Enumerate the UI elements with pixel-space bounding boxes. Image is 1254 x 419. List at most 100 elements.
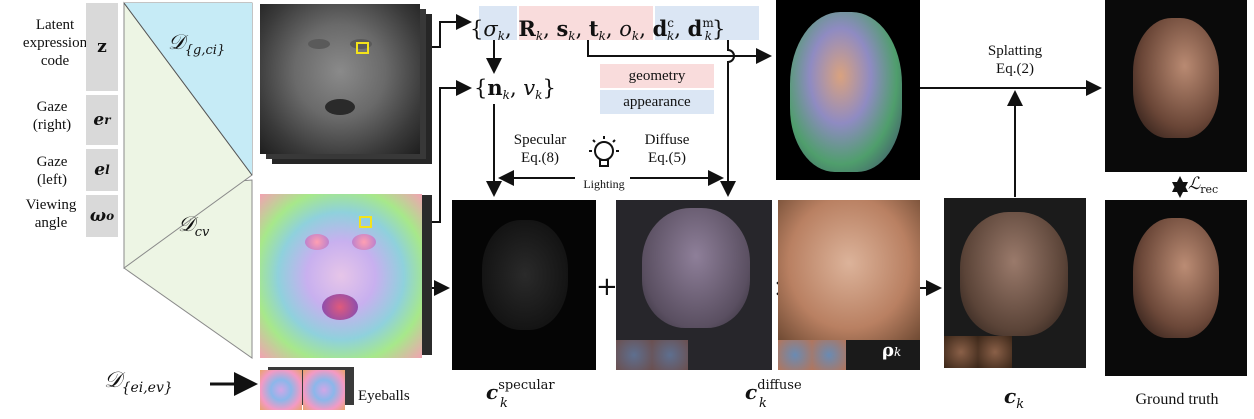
caption-color-c: c: [1004, 384, 1017, 408]
parameter-set-2: {nk, vk}: [474, 75, 556, 102]
rendered-output-image: [1105, 0, 1247, 172]
gaze-right-symbol: e: [93, 110, 105, 130]
caption-color-k: k: [1016, 397, 1025, 412]
param-rotation: R: [518, 16, 536, 41]
loss-label: ℒrec: [1188, 174, 1218, 196]
gaze-right-text: Gaze (right): [32, 99, 72, 133]
param-visibility: v: [523, 76, 536, 100]
param-dm-k: k: [704, 29, 712, 43]
latent-code-box: z: [86, 3, 118, 91]
rho-subscript: k: [893, 345, 902, 359]
diffuse-image: [616, 200, 772, 370]
specular-eq: Eq.(8): [521, 150, 559, 166]
plus-sign: +: [596, 272, 618, 302]
specular-text: Specular: [513, 132, 567, 148]
eyeball-map-right: [303, 370, 345, 410]
params-appearance-bg-od: [655, 6, 759, 40]
eyeballs-text: Eyeballs: [358, 388, 410, 404]
arrow-params-to-splat: [587, 40, 772, 64]
caption-diffuse-sup: diffuse: [757, 378, 802, 393]
eyeball-map-left: [260, 370, 302, 410]
latent-code-symbol: z: [97, 37, 107, 57]
param-normal: n: [487, 75, 503, 100]
gaussian-splat-image: [776, 0, 920, 180]
caption-color: ck: [1004, 384, 1024, 412]
ground-truth-text: Ground truth: [1135, 391, 1219, 408]
decoder-eye-label: 𝒟{ei,ev}: [104, 368, 173, 396]
param-opacity: o: [619, 17, 632, 41]
gaze-left-symbol: e: [94, 160, 106, 180]
normal-uv-map: [260, 194, 422, 358]
viewing-angle-text: Viewing angle: [25, 197, 77, 231]
decoder-eye-subscript: {ei,ev}: [121, 380, 173, 396]
ground-truth-image: [1105, 200, 1247, 376]
final-color-image: [944, 198, 1086, 368]
decoder-gci-label: 𝒟{g,ci}: [168, 30, 225, 58]
param-v-k: k: [535, 88, 543, 102]
gaze-left-text: Gaze (left): [36, 154, 68, 188]
param-sigma: σ: [483, 17, 498, 41]
splatting-eq: Eq.(2): [996, 61, 1034, 77]
latent-expression-label: Latent expression code: [22, 16, 88, 70]
decoder-cv-label: 𝒟cv: [178, 212, 209, 240]
param-d-color: d: [652, 16, 668, 41]
view-angle-subscript: o: [106, 209, 115, 223]
caption-specular-k: k: [500, 396, 508, 411]
param-d-m-sup: m: [702, 16, 714, 30]
params-appearance-bg-sigma: [479, 6, 517, 40]
caption-diffuse: cdiffuse k: [745, 378, 802, 411]
param-n-k: k: [502, 88, 510, 102]
param-r-k: k: [535, 29, 544, 43]
caption-specular: cspecular k: [486, 378, 555, 411]
diffuse-text: Diffuse: [644, 132, 690, 148]
legend-appearance-text: appearance: [623, 94, 691, 110]
param-t-k: k: [598, 29, 606, 43]
param-s-k: k: [568, 29, 576, 43]
decoder-cv-symbol: 𝒟: [178, 212, 195, 236]
diffuse-label: Diffuse Eq.(5): [632, 131, 702, 167]
params-geometry-bg: [519, 6, 653, 40]
view-angle-symbol: ω: [89, 206, 107, 226]
viewing-angle-label: Viewing angle: [20, 196, 82, 232]
rho-label: ρk: [882, 340, 901, 361]
decoder-eye-symbol: 𝒟: [104, 368, 122, 393]
specular-label: Specular Eq.(8): [505, 131, 575, 167]
latent-expression-text: Latent expression code: [22, 17, 88, 69]
caption-ground-truth: Ground truth: [1115, 388, 1239, 412]
parameter-set-1: {σk, Rk, sk, tk, ok, dck, dmk}: [470, 16, 726, 43]
gaze-right-subscript: r: [104, 113, 111, 127]
lightbulb-icon: [589, 136, 619, 167]
legend-appearance: appearance: [600, 90, 714, 114]
arrow-d-to-diffuse: [720, 40, 736, 197]
geometry-uv-map: [260, 4, 420, 154]
legend-geometry-text: geometry: [628, 68, 686, 84]
lighting-text: Lighting: [583, 177, 625, 191]
param-o-k: k: [631, 29, 640, 43]
param-translation: t: [588, 16, 599, 41]
gaze-left-subscript: l: [105, 163, 110, 177]
loss-symbol: ℒ: [1188, 174, 1201, 194]
splatting-text: Splatting: [987, 43, 1043, 59]
sample-marker-top: [356, 42, 369, 54]
caption-diffuse-k: k: [759, 396, 767, 411]
param-d-motion: d: [687, 16, 703, 41]
sample-marker-normal: [359, 216, 372, 228]
legend-geometry: geometry: [600, 64, 714, 88]
specular-image: [452, 200, 596, 370]
loss-subscript: rec: [1200, 183, 1219, 196]
param-scale: s: [556, 16, 569, 41]
plus-text: +: [596, 272, 618, 302]
lighting-label: Lighting: [574, 177, 634, 192]
param-sigma-k: k: [497, 29, 505, 43]
splatting-label: Splatting Eq.(2): [970, 42, 1060, 78]
albedo-image: ρk: [778, 200, 920, 370]
gaze-left-label: Gaze (left): [22, 153, 82, 189]
rho-symbol: ρ: [882, 340, 894, 361]
decoder-gci-symbol: 𝒟: [168, 30, 185, 54]
diffuse-eq: Eq.(5): [648, 150, 686, 166]
param-d-c-sup: c: [667, 16, 674, 30]
gaze-right-label: Gaze (right): [22, 98, 82, 134]
